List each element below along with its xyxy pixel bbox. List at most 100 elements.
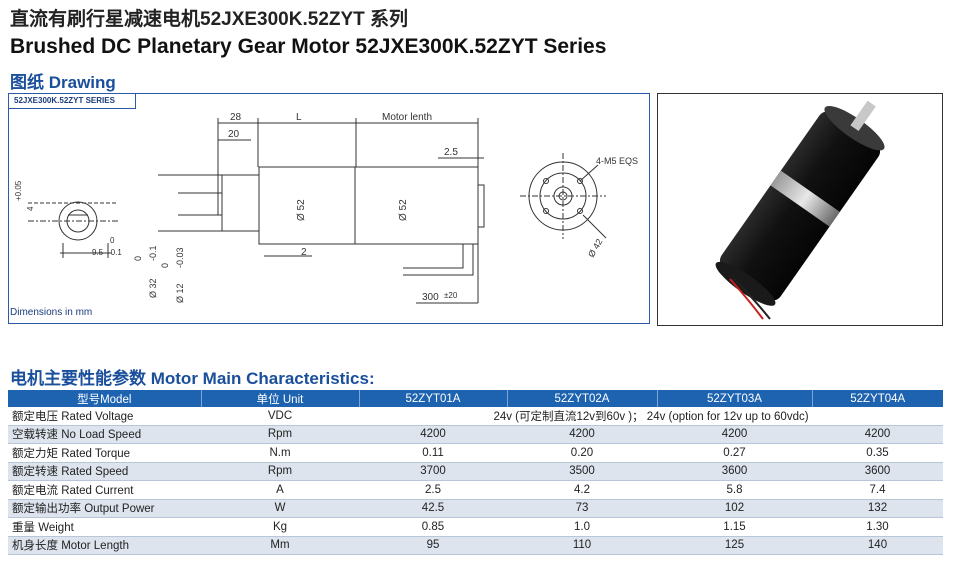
cell-value: 7.4 [812,480,943,500]
cell-value: 3500 [507,462,657,481]
table-row: 空载转速 No Load Speed Rpm 4200 4200 4200 42… [8,425,943,444]
black-lead-wire [733,278,771,320]
dim-4: 4 [26,206,35,211]
cell-value: 1.0 [507,517,657,537]
motor-band [770,170,840,227]
dim-28: 28 [230,112,242,123]
header-unit: 单位 Unit [201,390,360,407]
cell-value: 4200 [359,425,507,444]
dim-9-5-zero: 0 [110,236,115,245]
cell-value: 3700 [359,462,507,481]
motor-body [354,166,479,245]
row-param: 重量 Weight [8,517,201,537]
header-model: 型号Model [8,390,202,407]
table-row: 额定力矩 Rated Torque N.m 0.11 0.20 0.27 0.3… [8,443,943,463]
cell-value: 4200 [812,425,943,444]
table-header-row: 型号Model 单位 Unit 52ZYT01A 52ZYT02A 52ZYT0… [8,390,943,407]
motor-characteristics-table: 型号Model 单位 Unit 52ZYT01A 52ZYT02A 52ZYT0… [8,390,943,555]
dim-4-tol-plus: +0.05 [14,180,23,201]
dim-phi-12: Ø 12 [175,283,185,303]
cell-value: 140 [812,536,943,555]
cell-value: 0.11 [359,443,507,463]
table-row: 额定转速 Rated Speed Rpm 3700 3500 3600 3600 [8,462,943,481]
row-unit: Kg [201,517,359,537]
shaft-side-view [217,192,223,216]
dim-9-5: 9.5 [92,248,104,257]
cell-value: 95 [359,536,507,555]
dim-lead-tolerance: ±20 [444,291,458,300]
cell-value: 3600 [812,462,943,481]
cell-value: 4200 [507,425,657,444]
title-english: Brushed DC Planetary Gear Motor 52JXE300… [10,35,607,58]
dim-motor-length: Motor lenth [382,112,432,123]
row-unit: Mm [201,536,359,555]
cell-value: 42.5 [359,499,507,518]
motor-technical-drawing: 28 20 L Motor lenth 2.5 4-M5 EQS 2 300 ±… [14,112,638,304]
cell-value: 73 [507,499,657,518]
table-row: 额定输出功率 Output Power W 42.5 73 102 132 [8,499,943,518]
red-lead-wire [729,278,764,320]
dim-phi-32-zero: 0 [133,256,143,261]
header-model-03a: 52ZYT03A [657,390,813,407]
drawing-section-title: 图纸 Drawing [10,73,116,92]
row-param: 额定电压 Rated Voltage [8,407,201,426]
dim-mounting-holes: 4-M5 EQS [596,156,638,166]
cell-value: 0.85 [359,517,507,537]
row-param: 额定转速 Rated Speed [8,462,201,481]
dim-L: L [296,112,302,123]
row-unit: Rpm [201,462,359,481]
cell-value: 5.8 [657,480,812,500]
header-model-02a: 52ZYT02A [507,390,658,407]
table-row: 重量 Weight Kg 0.85 1.0 1.15 1.30 [8,517,943,537]
rated-voltage-value: 24v (可定制直流12v到60v )； 24v (option for 12v… [359,407,943,426]
motor-photo [715,100,885,320]
title-chinese: 直流有刷行星减速电机52JXE300K.52ZYT 系列 [10,9,409,30]
row-unit: N.m [201,443,359,463]
gearbox-body [258,166,356,245]
cell-value: 102 [657,499,812,518]
cell-value: 132 [812,499,943,518]
cell-value: 2.5 [359,480,507,500]
dim-phi-32-tol: -0.1 [148,245,158,261]
row-param: 额定输出功率 Output Power [8,499,201,518]
dim-2-5: 2.5 [444,147,458,158]
table-row: 机身长度 Motor Length Mm 95 110 125 140 [8,536,943,555]
row-unit: A [201,480,359,500]
dim-phi-32: Ø 32 [148,278,158,298]
dim-2: 2 [301,247,307,258]
dim-phi-52-motor: Ø 52 [398,199,409,221]
series-tag: 52JXE300K.52ZYT SERIES [8,93,136,109]
table-row: 额定电压 Rated Voltage VDC 24v (可定制直流12v到60v… [8,407,943,426]
output-shaft [850,100,876,132]
cell-value: 110 [507,536,657,555]
cell-value: 3600 [657,462,812,481]
characteristics-section-title: 电机主要性能参数 Motor Main Characteristics: [10,369,375,388]
cell-value: 125 [657,536,812,555]
cell-value: 4.2 [507,480,657,500]
row-unit: Rpm [201,425,359,444]
table-row: 额定电流 Rated Current A 2.5 4.2 5.8 7.4 [8,480,943,500]
dim-phi-42: Ø 42 [586,237,604,259]
header-model-01a: 52ZYT01A [359,390,508,407]
row-unit: W [201,499,359,518]
cell-value: 1.15 [657,517,812,537]
front-flange-outer [528,161,598,231]
row-param: 机身长度 Motor Length [8,536,201,555]
dim-phi-12-zero: 0 [160,263,170,268]
header-model-04a: 52ZYT04A [812,390,943,407]
cell-value: 0.20 [507,443,657,463]
dim-phi-12-tol: -0.03 [175,247,185,268]
dim-phi-52-gearbox: Ø 52 [296,199,307,221]
row-param: 额定力矩 Rated Torque [8,443,201,463]
cell-value: 0.27 [657,443,812,463]
row-param: 额定电流 Rated Current [8,480,201,500]
motor-photo-panel [657,93,943,326]
cell-value: 0.35 [812,443,943,463]
dim-20: 20 [228,129,240,140]
cell-value: 1.30 [812,517,943,537]
dim-9-5-tol: -0.1 [108,248,122,257]
technical-drawing-panel [8,93,650,324]
row-unit: VDC [201,407,359,426]
dimensions-label: Dimensions in mm [10,307,93,318]
dim-lead-length: 300 [422,292,439,303]
